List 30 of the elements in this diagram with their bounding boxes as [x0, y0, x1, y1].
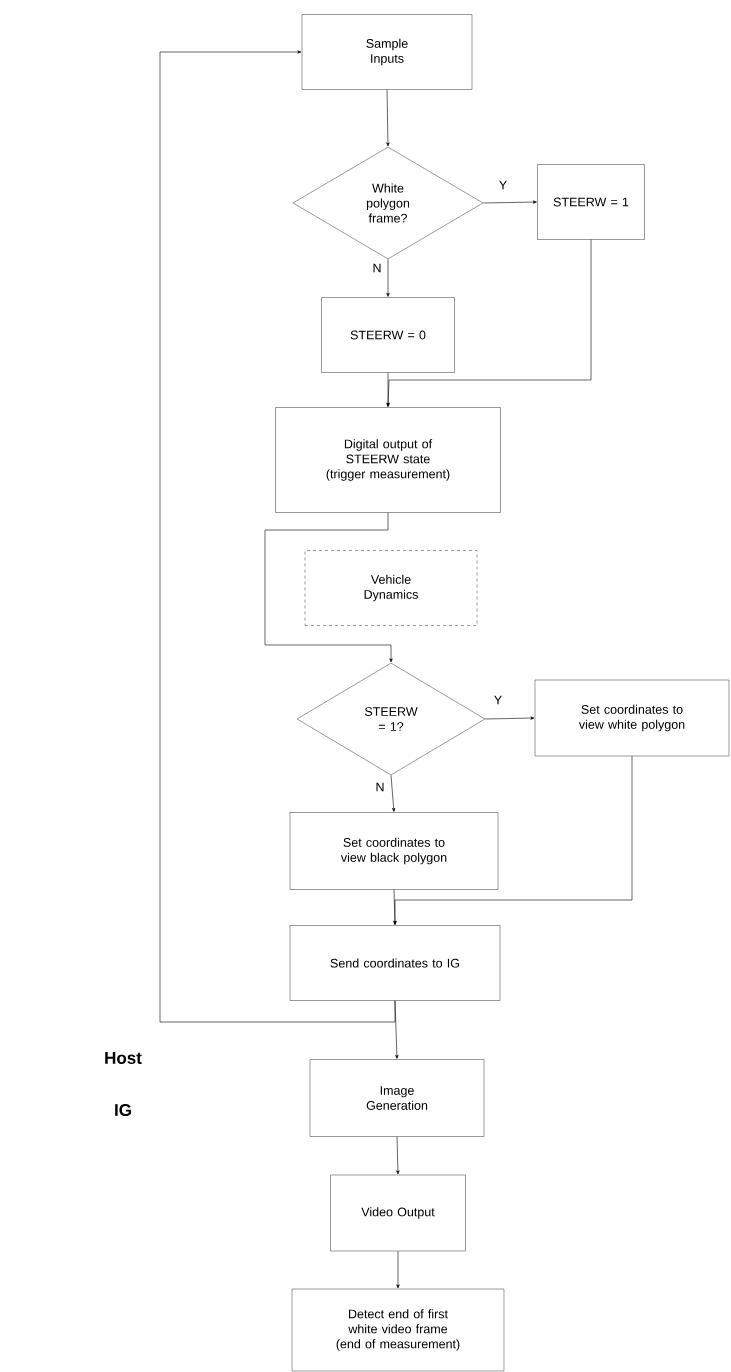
arrow	[386, 89, 390, 147]
process-box: Detect end of first white video frame (end of measurement)	[291, 1288, 505, 1372]
side-label: IG	[115, 1104, 131, 1117]
edge-label: N	[373, 263, 381, 273]
process-box: STEERW = 0	[321, 297, 455, 373]
arrow	[482, 200, 537, 204]
arrow	[396, 1136, 400, 1175]
arrow	[394, 1000, 399, 1059]
process-box: Send coordinates to IG	[289, 925, 501, 1001]
process-box: Video Output	[330, 1174, 466, 1252]
arrow	[386, 372, 390, 407]
arrow	[159, 50, 396, 1023]
arrow	[390, 774, 396, 812]
process-box: Digital output of STEERW state (trigger measurement)	[275, 407, 501, 513]
process-box: Sample Inputs	[301, 14, 473, 90]
arrow	[484, 716, 535, 720]
edge-label: Y	[494, 695, 502, 705]
edge-label: N	[376, 782, 384, 792]
process-box: Vehicle Dynamics	[304, 550, 478, 626]
arrow	[386, 258, 390, 297]
process-box: Set coordinates to view black polygon	[289, 812, 499, 890]
arrow	[396, 1250, 400, 1289]
side-label: Host	[105, 1052, 142, 1064]
arrow	[393, 755, 633, 925]
arrow	[386, 239, 592, 407]
process-box: Set coordinates to view white polygon	[534, 679, 730, 757]
process-box: STEERW = 1	[537, 164, 645, 240]
arrow	[264, 512, 393, 663]
edge-label: Y	[499, 180, 507, 190]
process-box: Image Generation	[309, 1059, 485, 1137]
